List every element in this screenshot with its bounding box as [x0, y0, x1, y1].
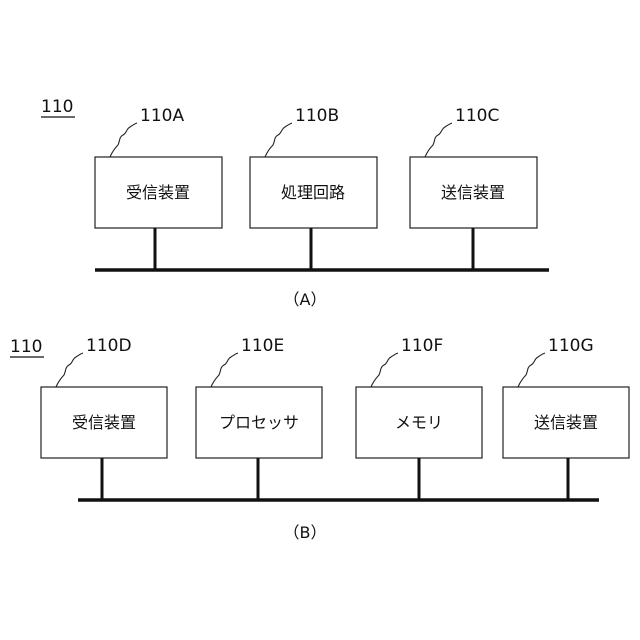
block-110e: プロセッサ 110E — [196, 336, 322, 500]
block-110f-text: メモリ — [395, 413, 443, 432]
block-110f: メモリ 110F — [356, 336, 482, 500]
leader-110f — [371, 353, 398, 387]
figure-a: 110 受信装置 110A 処理回路 110B 送信装置 110C （A） — [41, 97, 549, 309]
group-label-a: 110 — [41, 97, 73, 117]
block-110d-text: 受信装置 — [72, 413, 136, 432]
caption-b: （B） — [284, 523, 327, 542]
group-label-b: 110 — [10, 337, 42, 357]
ref-110f: 110F — [401, 336, 443, 356]
leader-110a — [110, 123, 137, 157]
leader-110e — [211, 353, 238, 387]
block-110e-text: プロセッサ — [219, 413, 299, 432]
block-110g: 送信装置 110G — [503, 336, 629, 500]
caption-a: （A） — [284, 290, 327, 309]
ref-110b: 110B — [295, 106, 339, 126]
leader-110d — [56, 353, 83, 387]
ref-110d: 110D — [86, 336, 132, 356]
leader-110b — [265, 123, 292, 157]
leader-110c — [425, 123, 452, 157]
block-110g-text: 送信装置 — [534, 413, 598, 432]
block-110d: 受信装置 110D — [41, 336, 167, 500]
ref-110a: 110A — [140, 106, 184, 126]
leader-110g — [518, 353, 545, 387]
block-110b-text: 処理回路 — [281, 183, 345, 202]
block-110a: 受信装置 110A — [95, 106, 222, 270]
block-110a-text: 受信装置 — [126, 183, 190, 202]
ref-110c: 110C — [455, 106, 499, 126]
figure-b: 110 受信装置 110D プロセッサ 110E メモリ 110F — [10, 336, 629, 542]
ref-110g: 110G — [548, 336, 594, 356]
block-110c: 送信装置 110C — [410, 106, 537, 270]
block-110c-text: 送信装置 — [441, 183, 505, 202]
block-110b: 処理回路 110B — [250, 106, 377, 270]
ref-110e: 110E — [241, 336, 284, 356]
